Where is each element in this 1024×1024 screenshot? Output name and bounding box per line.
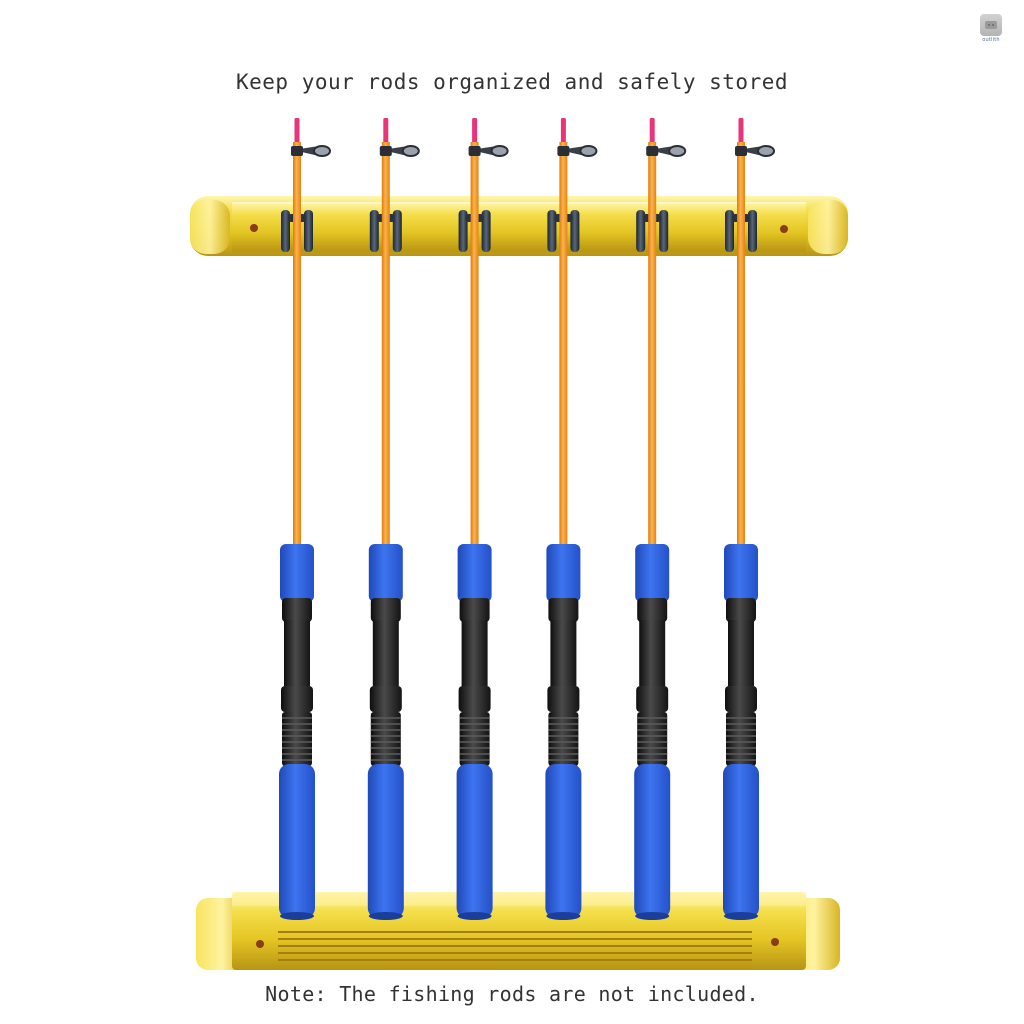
rear-grip (545, 764, 582, 918)
mount-screw-icon (256, 940, 264, 948)
lock-nut (548, 712, 579, 766)
rod-blank (381, 142, 390, 552)
reel-seat-hood (726, 598, 756, 622)
rod-blank (648, 142, 657, 552)
rod-tip (472, 118, 478, 144)
fore-grip (457, 544, 492, 602)
reel-seat-hood (458, 686, 491, 712)
rod-tip (560, 118, 566, 144)
reel-seat (550, 620, 577, 686)
rod-blank (559, 142, 568, 552)
reel-seat-hood (547, 686, 580, 712)
reel-seat-hood (370, 598, 401, 622)
reel-seat (461, 620, 488, 686)
rod-tip (294, 118, 300, 144)
lock-nut (459, 712, 490, 766)
rear-grip (723, 764, 759, 918)
rear-grip (367, 764, 404, 918)
fore-grip (368, 544, 403, 602)
fishing-rod (367, 118, 420, 920)
reel-seat-hood (459, 598, 490, 622)
mount-screw-icon (250, 224, 258, 232)
fishing-rod (456, 118, 509, 920)
fore-grip (635, 544, 670, 602)
reel-seat (728, 620, 754, 686)
rod-tip (383, 118, 389, 144)
reel-seat-hood (636, 686, 669, 712)
line-guide-icon (646, 145, 687, 157)
lock-nut (370, 712, 401, 766)
reel-seat-hood (282, 598, 312, 622)
fishing-rod (634, 118, 687, 920)
butt-cap (368, 912, 403, 920)
rear-grip (456, 764, 493, 918)
fishing-rod (545, 118, 598, 920)
reel-seat-hood (637, 598, 668, 622)
rear-grip (279, 764, 315, 918)
fore-grip (546, 544, 581, 602)
butt-cap (724, 912, 758, 920)
rod-blank (470, 142, 479, 552)
reel-seat-hood (369, 686, 402, 712)
top-rack-bar (190, 196, 848, 256)
mount-screw-icon (780, 225, 788, 233)
line-guide-icon (735, 145, 775, 157)
rear-grip (634, 764, 671, 918)
line-guide-icon (291, 145, 331, 157)
fore-grip (724, 544, 758, 602)
rod-tip (738, 118, 744, 144)
butt-cap (635, 912, 670, 920)
line-guide-icon (468, 145, 509, 157)
lock-nut (282, 712, 312, 766)
rod-blank (737, 142, 745, 552)
fishing-rod (723, 118, 775, 920)
butt-cap (457, 912, 492, 920)
mount-screw-icon (771, 938, 779, 946)
brand-logo-icon (980, 14, 1002, 36)
reel-seat-hood (725, 686, 757, 712)
butt-cap (546, 912, 581, 920)
reel-seat (372, 620, 399, 686)
brand-logo-text: outlith (982, 37, 1000, 43)
rod-tip (649, 118, 655, 144)
note-text: Note: The fishing rods are not included. (265, 982, 759, 1006)
lock-nut (726, 712, 756, 766)
fishing-rods (279, 118, 775, 920)
line-guide-icon (379, 145, 420, 157)
brand-logo: outlith (978, 14, 1004, 43)
headline-text: Keep your rods organized and safely stor… (235, 70, 788, 94)
rod-blank (293, 142, 301, 552)
reel-seat (284, 620, 310, 686)
line-guide-icon (557, 145, 598, 157)
lock-nut (637, 712, 668, 766)
fishing-rod (279, 118, 331, 920)
reel-seat-hood (548, 598, 579, 622)
butt-cap (280, 912, 314, 920)
reel-seat-hood (281, 686, 313, 712)
fore-grip (280, 544, 314, 602)
rod-clip-icon (725, 210, 757, 252)
reel-seat (639, 620, 666, 686)
